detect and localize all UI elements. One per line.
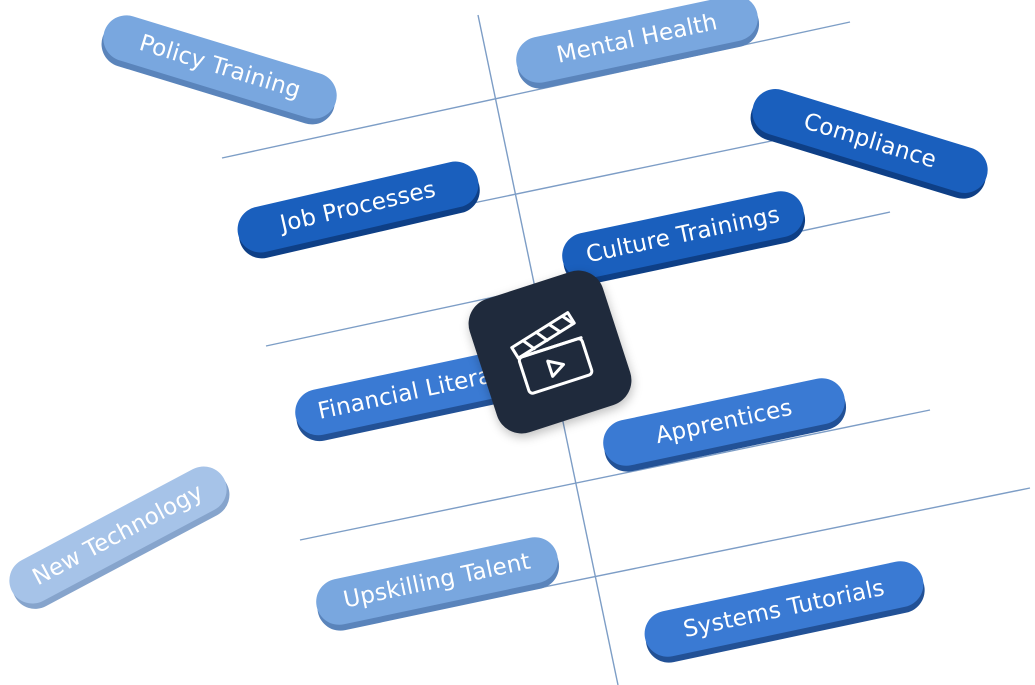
- pill-compliance: Compliance: [746, 83, 994, 199]
- pill-culture-trainings: Culture Trainings: [557, 186, 809, 284]
- pill-systems-tutorials: Systems Tutorials: [640, 556, 928, 662]
- pill-job-processes: Job Processes: [232, 156, 484, 258]
- clapperboard-play-icon: [510, 311, 594, 395]
- center-icon-tile: [461, 263, 639, 441]
- pill-mental-health: Mental Health: [511, 0, 763, 88]
- pill-apprentices: Apprentices: [598, 373, 850, 471]
- pill-new-technology: New Technology: [1, 458, 235, 612]
- pill-policy-training: Policy Training: [97, 9, 343, 125]
- pill-upskilling-talent: Upskilling Talent: [311, 532, 563, 630]
